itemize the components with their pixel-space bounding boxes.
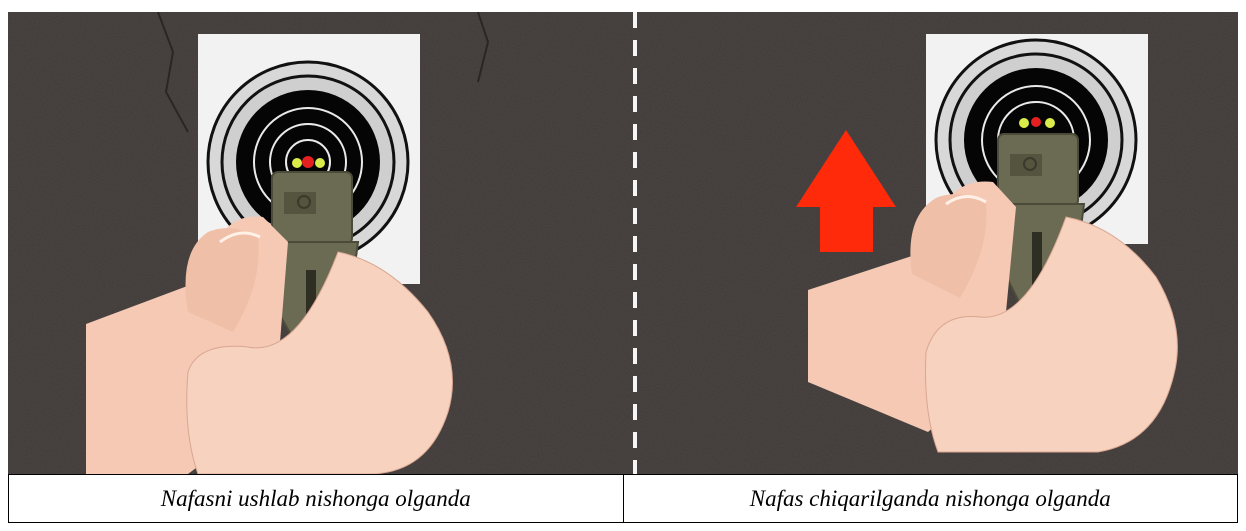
wall-crack: [157, 12, 189, 133]
caption-table: Nafasni ushlab nishonga olganda Nafas ch…: [8, 474, 1238, 523]
rear-sight-dot: [315, 158, 325, 168]
caption-right: Nafas chiqarilganda nishonga olganda: [622, 475, 1238, 522]
right-panel: [796, 34, 1178, 453]
wall-crack: [477, 12, 490, 83]
up-arrow-icon: [796, 130, 896, 252]
hand: [808, 181, 1178, 453]
left-panel: [86, 34, 453, 474]
bullseye-dot: [302, 156, 314, 168]
caption-left: Nafasni ushlab nishonga olganda: [160, 485, 471, 511]
rear-sight-dot: [1019, 118, 1029, 128]
rear-sight-dot: [1045, 118, 1055, 128]
rear-sight-dot: [292, 158, 302, 168]
bullseye-dot: [1031, 117, 1041, 127]
hand: [86, 216, 453, 474]
illustration-svg: [8, 12, 1238, 474]
illustration: [8, 12, 1238, 474]
